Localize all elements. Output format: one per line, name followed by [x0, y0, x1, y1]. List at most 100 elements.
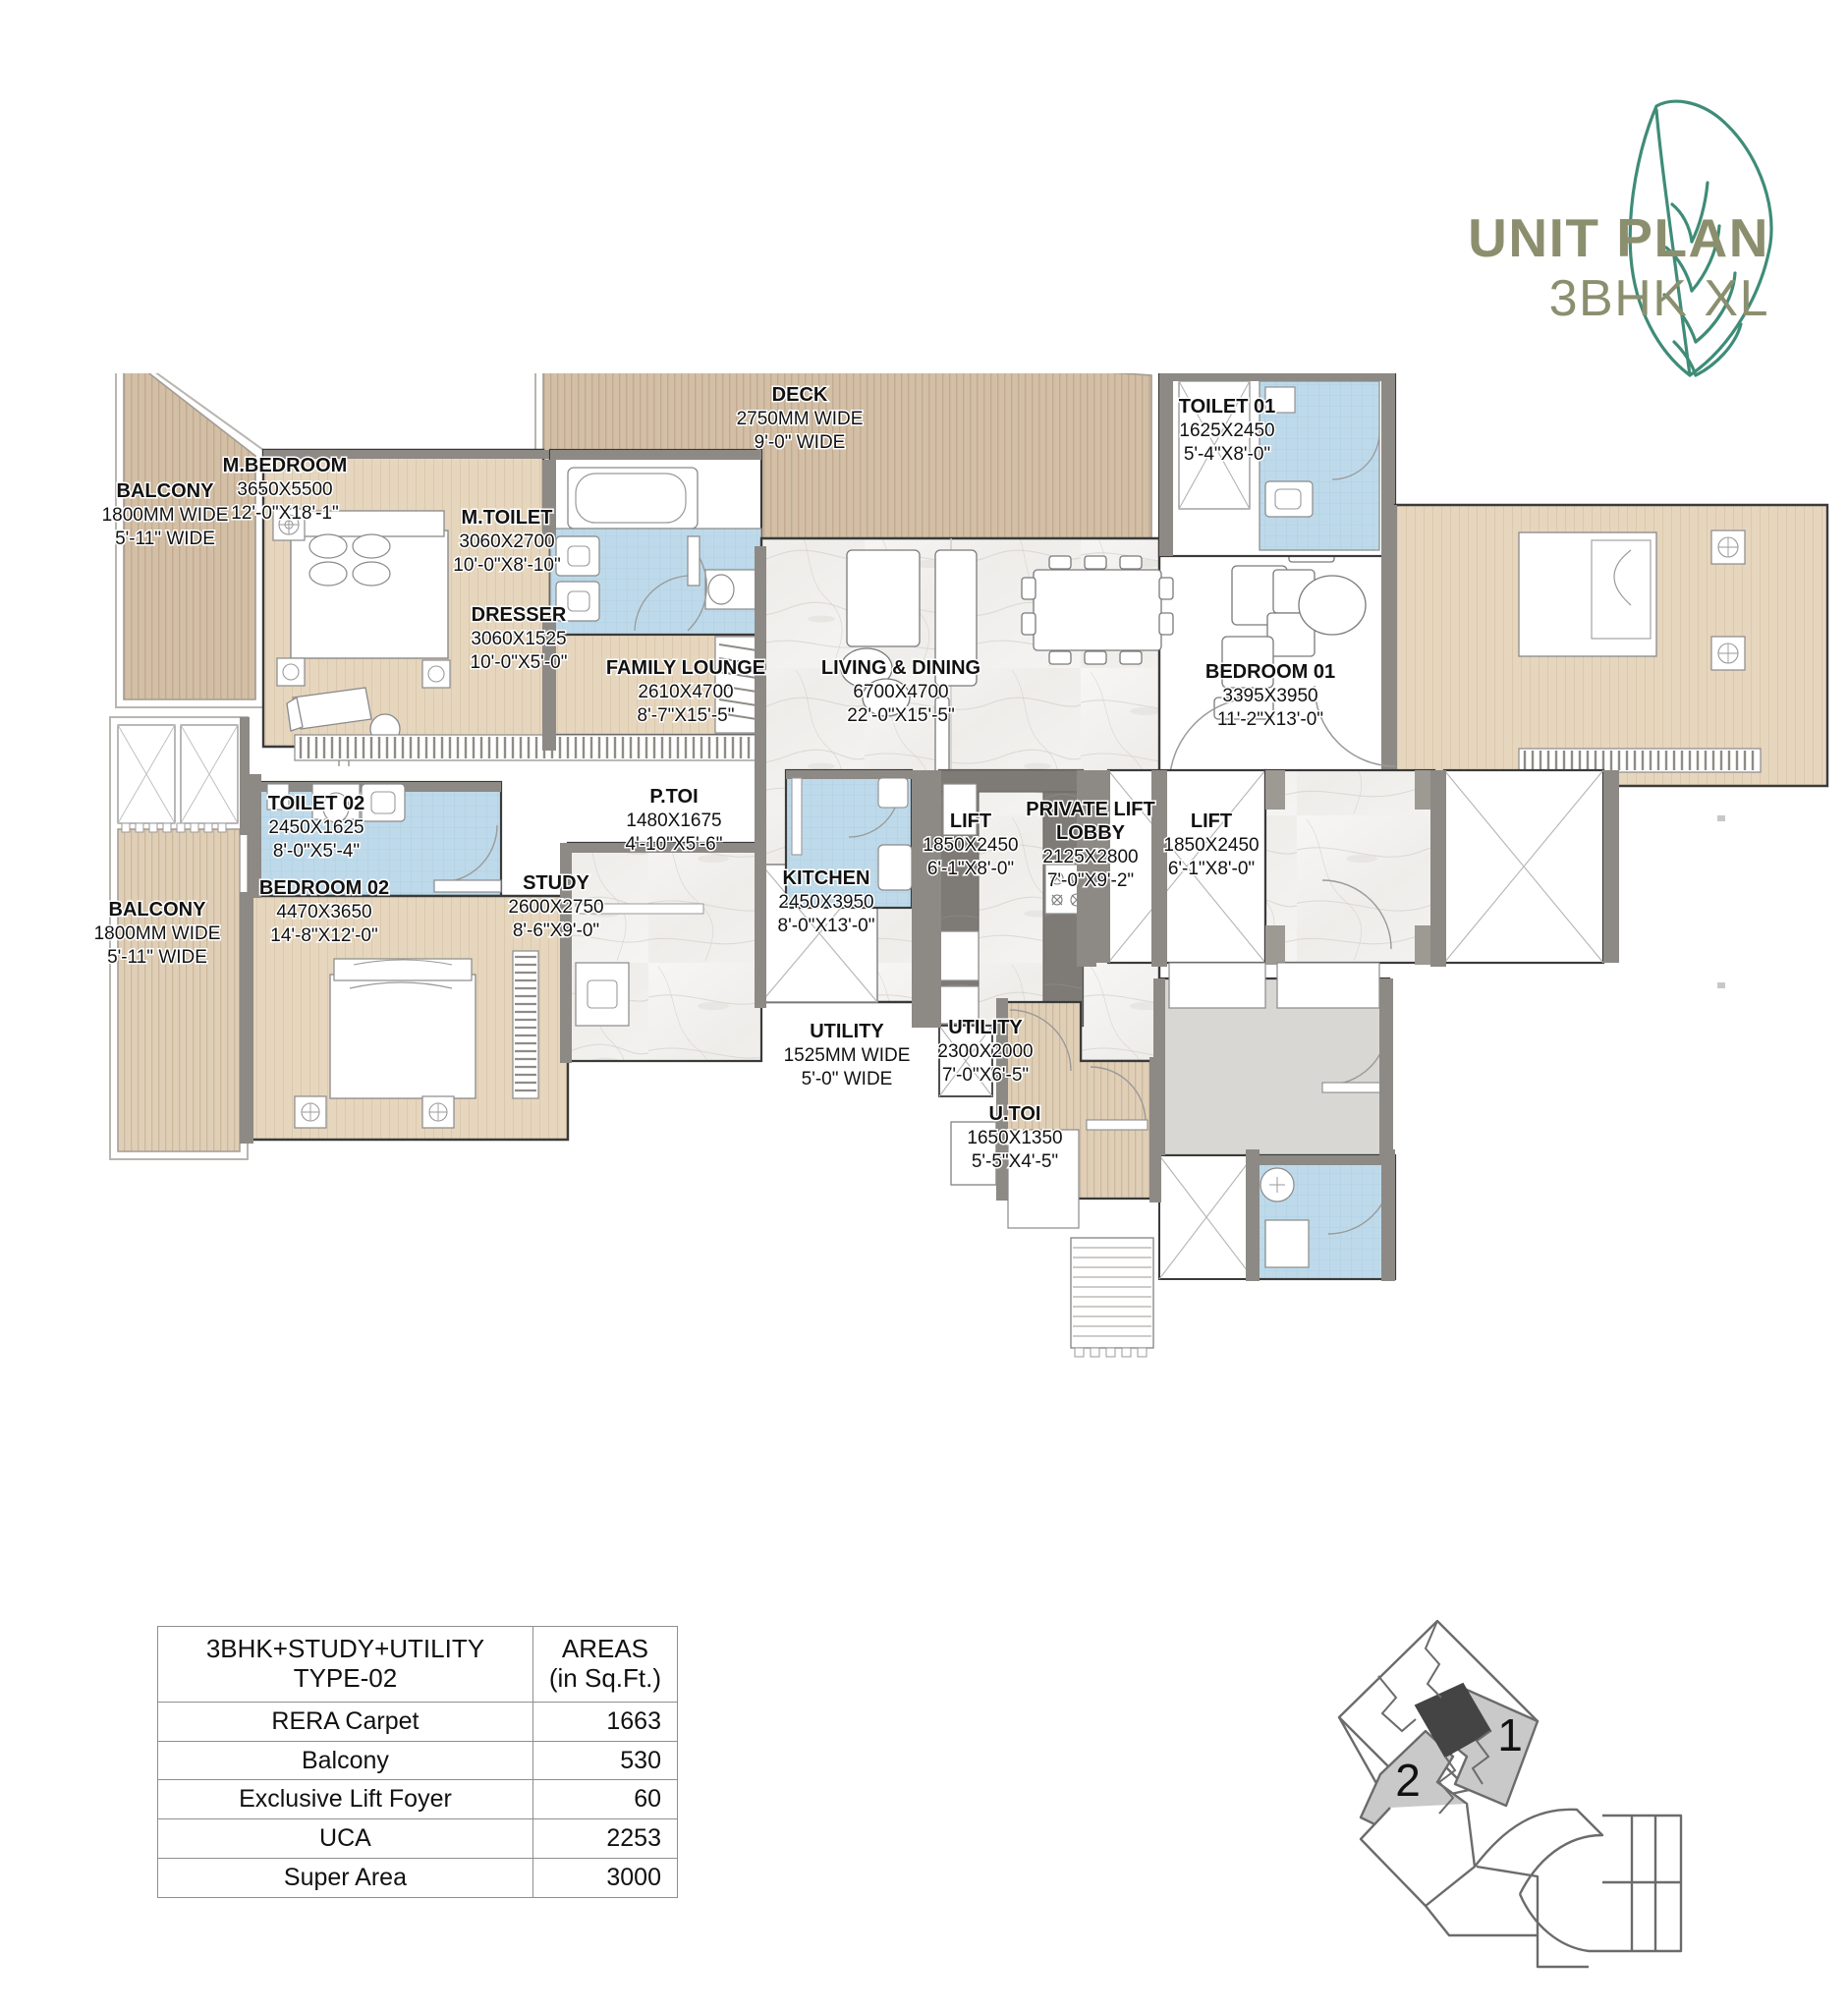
room-label-line: 2300X2000 — [937, 1041, 1033, 1062]
room-label-lift-right: LIFT 1850X2450 6'-1"X8'-0" — [1162, 810, 1260, 881]
area-label-cell: Balcony — [157, 1740, 533, 1781]
header-label-line1: 3BHK+STUDY+UTILITY — [205, 1634, 485, 1663]
study-area — [566, 841, 763, 1063]
room-label-line: 1850X2450 — [1163, 835, 1259, 856]
private-lift-lobby-area — [1263, 768, 1436, 965]
service-shaft-boxes — [938, 1025, 997, 1186]
room-label-line: 2750MM WIDE — [737, 409, 864, 429]
room-label-line: P.TOI — [649, 786, 698, 808]
family-lounge-furniture — [840, 549, 978, 797]
room-label-line: 1625X2450 — [1179, 420, 1274, 441]
area-value-cell: 60 — [532, 1779, 679, 1820]
room-label-line: 1525MM WIDE — [784, 1045, 911, 1066]
service-stair — [1070, 1237, 1154, 1358]
wardrobe-hatch — [294, 734, 757, 761]
utility-left-area — [1000, 1000, 1161, 1229]
toilet-01-area — [1157, 373, 1397, 558]
room-label-line: 1850X2450 — [923, 835, 1018, 856]
room-label-line: 3060X2700 — [459, 531, 554, 552]
room-label-line: 8'-0"X5'-4" — [273, 841, 360, 862]
room-label-line: TOILET 02 — [268, 793, 365, 814]
room-label-line: M.BEDROOM — [223, 455, 348, 476]
room-label-line: 2450X3950 — [778, 892, 873, 913]
header-value-line2: (in Sq.Ft.) — [548, 1662, 662, 1693]
room-label-line: 8'-0"X13'-0" — [778, 916, 875, 936]
area-value-cell: 3000 — [532, 1857, 679, 1898]
room-label-line: U.TOI — [989, 1103, 1041, 1125]
room-label-line: 2600X2750 — [508, 897, 603, 918]
key-plan-unit-2: 2 — [1395, 1755, 1421, 1806]
room-label-line: 5'-11" WIDE — [115, 529, 215, 549]
room-label-line: 9'-0" WIDE — [755, 432, 846, 453]
area-label-cell: UCA — [157, 1818, 533, 1859]
room-label-line: 12'-0"X18'-1" — [231, 503, 338, 524]
room-label-line: 5'-5"X4'-5" — [972, 1151, 1058, 1172]
room-label-line: 14'-8"X12'-0" — [270, 925, 377, 946]
room-label-line: 5'-11" WIDE — [107, 947, 207, 968]
room-label-line: UTILITY — [810, 1021, 884, 1042]
room-label-line: 2125X2800 — [1042, 847, 1138, 867]
room-label-line: 5'-4"X8'-0" — [1184, 444, 1270, 465]
room-label-line: BEDROOM 01 — [1205, 661, 1335, 683]
structural-walls — [240, 460, 1446, 1281]
area-table: 3BHK+STUDY+UTILITY TYPE-02 AREAS (in Sq.… — [157, 1626, 679, 1898]
room-label-line: 6'-1"X8'-0" — [1168, 859, 1255, 879]
room-label-line: 1650X1350 — [967, 1128, 1062, 1148]
room-label-line: STUDY — [523, 872, 589, 894]
room-label-line: BEDROOM 02 — [259, 877, 389, 899]
room-label-line: 3060X1525 — [471, 629, 566, 649]
area-label-cell: RERA Carpet — [157, 1701, 533, 1742]
edge-markers — [1717, 815, 1725, 988]
room-label-line: 7'-0"X9'-2" — [1047, 870, 1134, 891]
kitchen-area — [937, 768, 1090, 1028]
area-value-cell: 530 — [532, 1740, 679, 1781]
left-shaft — [110, 715, 248, 831]
room-label-line: 4'-10"X5'-6" — [626, 834, 723, 855]
leaf-icon — [1628, 99, 1773, 377]
room-label-line: 3395X3950 — [1222, 686, 1317, 706]
room-label-kitchen: KITCHEN 2450X3950 8'-0"X13'-0" — [776, 866, 876, 938]
area-value-cell: 1663 — [532, 1701, 679, 1742]
bedroom-01-area — [1168, 503, 1829, 788]
room-label-line: TOILET 01 — [1179, 396, 1276, 418]
room-label-line: 8'-6"X9'-0" — [513, 921, 599, 941]
room-label-toilet-02: TOILET 02 2450X1625 8'-0"X5'-4" — [266, 792, 366, 864]
table-header-row: 3BHK+STUDY+UTILITY TYPE-02 AREAS (in Sq.… — [157, 1626, 679, 1703]
room-label-line: DRESSER — [472, 604, 567, 626]
room-label-u-toi: U.TOI 1650X1350 5'-5"X4'-5" — [966, 1102, 1064, 1174]
header-label-line2: TYPE-02 — [293, 1662, 398, 1693]
room-label-line: KITCHEN — [783, 867, 870, 889]
room-label-line: LIFT — [1191, 810, 1232, 832]
room-label-line: LIFT — [950, 810, 991, 832]
room-label-line: 6700X4700 — [853, 682, 948, 702]
lift-left-area — [1094, 768, 1267, 965]
room-label-line: LOBBY — [1056, 822, 1126, 844]
room-label-line: BALCONY — [117, 480, 215, 502]
area-value-cell: 2253 — [532, 1818, 679, 1859]
area-label-cell: Exclusive Lift Foyer — [157, 1779, 533, 1820]
room-label-line: 2450X1625 — [268, 817, 364, 838]
room-label-line: 7'-0"X6'-5" — [942, 1065, 1029, 1086]
table-header-label: 3BHK+STUDY+UTILITY TYPE-02 — [157, 1626, 533, 1703]
u-toi-area — [1158, 1153, 1397, 1281]
room-label-line: 2610X4700 — [638, 682, 733, 702]
lift-right-area — [1442, 768, 1619, 965]
table-header-value: AREAS (in Sq.Ft.) — [532, 1626, 679, 1703]
p-toi-area — [784, 768, 914, 910]
dresser-area — [548, 633, 763, 737]
area-label-cell: Super Area — [157, 1857, 533, 1898]
